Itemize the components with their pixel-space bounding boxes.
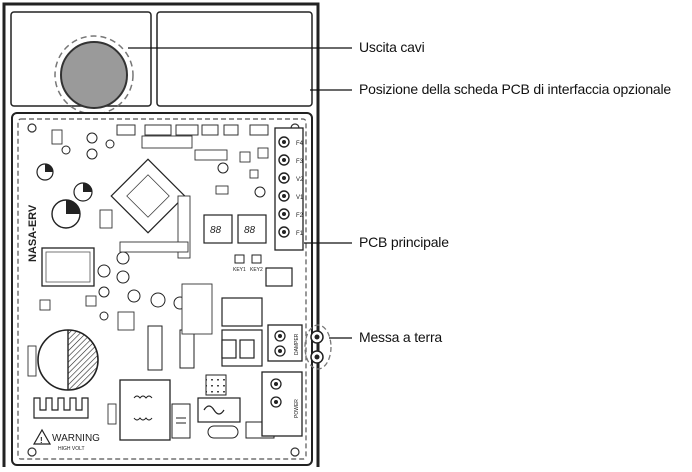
damper-label: DAMPER xyxy=(294,333,300,355)
top-connectors xyxy=(116,124,269,136)
capacitors-top-left xyxy=(36,163,93,229)
heatsink xyxy=(33,397,89,419)
cable-outlet-hole xyxy=(60,41,128,109)
terminal-block: F4 F3 V2 V1 F2 F1 xyxy=(274,127,304,251)
optional-pcb-compartment xyxy=(156,11,313,107)
label-ground: Messa a terra xyxy=(359,329,442,345)
power-label: POWER xyxy=(294,399,300,418)
terminal-label: F3 xyxy=(296,159,304,165)
mounting-hole xyxy=(27,123,37,133)
high-volt-text: HIGH VOLT xyxy=(58,446,85,452)
terminal-label: F4 xyxy=(296,141,304,147)
warning-text: WARNING xyxy=(52,433,100,444)
damper-connector: DAMPER xyxy=(267,324,303,362)
mounting-hole xyxy=(290,447,300,457)
relay-left xyxy=(41,247,95,287)
key2-label: KEY2 xyxy=(250,267,263,273)
label-optional-pcb-position: Posizione della scheda PCB di interfacci… xyxy=(359,81,671,97)
svg-text:!: ! xyxy=(40,436,43,445)
transformer xyxy=(119,379,171,441)
main-ic xyxy=(110,158,186,234)
pcb-dashed-outline xyxy=(17,118,307,460)
model-label: NASA-ERV xyxy=(27,204,39,262)
relays-right xyxy=(221,267,293,367)
large-capacitor xyxy=(37,329,99,391)
keys: KEY1 KEY2 xyxy=(233,254,263,273)
terminal-label: F2 xyxy=(296,213,304,219)
display-right-digits: 88 xyxy=(244,225,256,236)
label-main-pcb: PCB principale xyxy=(359,234,449,250)
terminal-label: F1 xyxy=(296,231,304,237)
ground-ring xyxy=(304,324,332,370)
cable-outlet-compartment xyxy=(10,11,152,115)
display-left-digits: 88 xyxy=(210,225,222,236)
leader-lines xyxy=(128,47,352,339)
label-cable-outlet: Uscita cavi xyxy=(359,39,425,55)
terminal-label: V2 xyxy=(296,177,304,183)
ground-screws xyxy=(304,324,332,370)
misc-components xyxy=(27,129,269,425)
main-pcb: F4 F3 V2 V1 F2 F1 88 88 KEY1 KEY2 NASA-E… xyxy=(11,112,313,466)
power-connector: POWER xyxy=(261,371,303,437)
seven-segment-displays: 88 88 xyxy=(203,214,267,244)
mounting-hole xyxy=(27,447,37,457)
terminal-label: V1 xyxy=(296,195,304,201)
key1-label: KEY1 xyxy=(233,267,246,273)
filter-components xyxy=(147,325,275,439)
high-voltage-warning: ! WARNING HIGH VOLT xyxy=(32,428,100,452)
